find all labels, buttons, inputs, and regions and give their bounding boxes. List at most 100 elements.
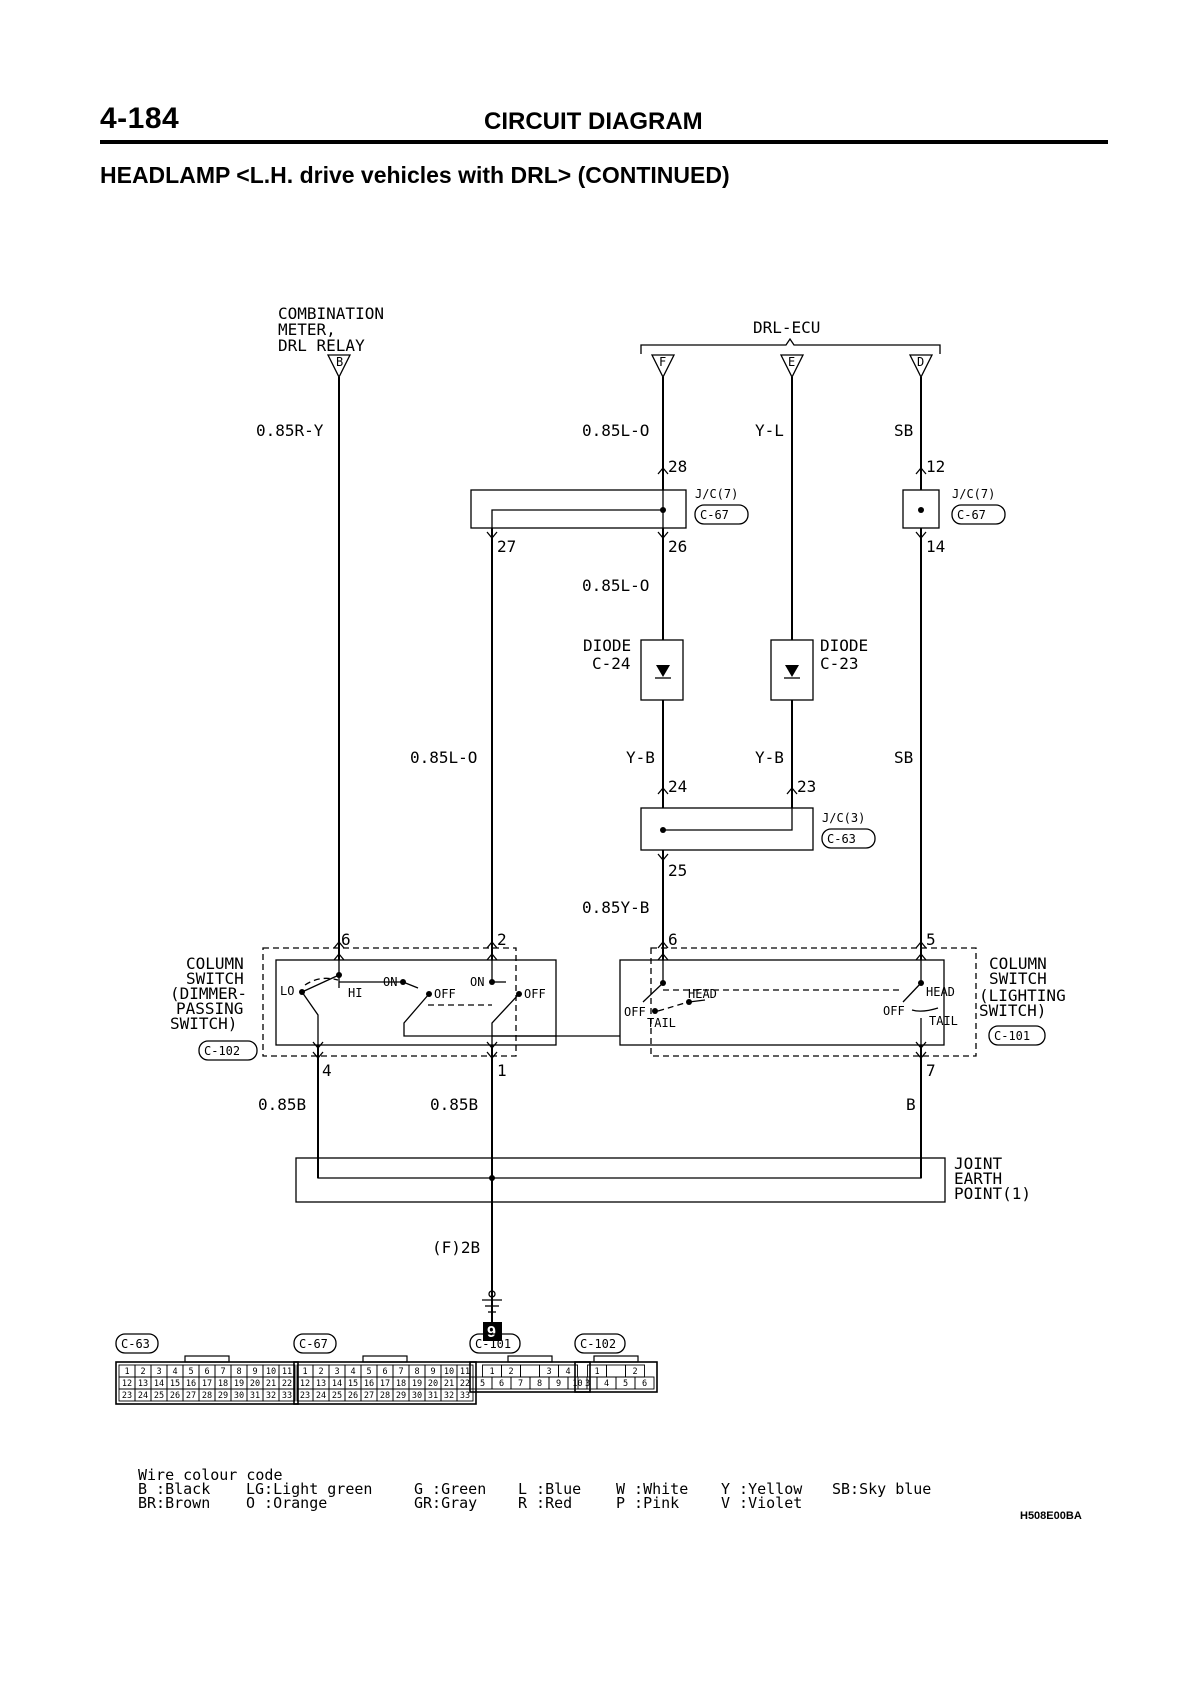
legend-p: P :Pink (616, 1494, 680, 1512)
connector-pin: 26 (170, 1391, 180, 1401)
drl-ecu: DRL-ECU F E D (640, 318, 941, 379)
jc7-pin-26: 26 (668, 537, 687, 556)
legend-l: L :Blue (518, 1480, 582, 1498)
connector-pin: 16 (186, 1379, 196, 1389)
terminal-arrow-icon (908, 354, 934, 379)
lighting-pin-6: 6 (668, 930, 678, 949)
legend-v: V :Violet (721, 1494, 803, 1512)
figure-code: H508E00BA (1020, 1510, 1082, 1522)
diode-icon (656, 665, 670, 677)
connector-pin: 19 (234, 1379, 244, 1389)
connector-pin: 14 (154, 1379, 164, 1389)
connector-pin: 1 (302, 1367, 307, 1377)
jc3-pin-23: 23 (797, 777, 816, 796)
junction-block-jc7-right: 12 14 J/C(7) C-67 (902, 457, 1006, 556)
connector-pin: 25 (332, 1391, 342, 1401)
wire-label-diode23: Y-B (755, 748, 784, 767)
connector-pin: 7 (518, 1379, 523, 1389)
connector-view-label: C-67 (299, 1337, 328, 1351)
terminal-arrow-icon (650, 354, 676, 379)
lighting-pin-7: 7 (926, 1061, 936, 1080)
connector-pin: 17 (202, 1379, 212, 1389)
earth-point: (F)2B 9 (432, 1238, 502, 1341)
dimmer-label-line1: COLUMN (186, 954, 244, 973)
joint-earth-line2: EARTH (954, 1169, 1002, 1188)
jc7-pin-27: 27 (497, 537, 516, 556)
legend-lg: LG:Light green (246, 1480, 373, 1498)
lighting-off-2: OFF (883, 1004, 905, 1018)
connector-pin: 27 (186, 1391, 196, 1401)
wire-label-meter: 0.85R-Y (256, 421, 324, 440)
wires (317, 377, 922, 1340)
drl-ecu-terminal-f: F (659, 355, 666, 369)
dimmer-pin-6: 6 (341, 930, 351, 949)
connector-pin: 22 (460, 1379, 470, 1389)
earth-wire-label: (F)2B (432, 1238, 480, 1257)
legend-r: R :Red (518, 1494, 573, 1512)
connector-pin: 2 (632, 1367, 637, 1377)
legend-title: Wire colour code (138, 1466, 283, 1484)
joint-earth-line1: JOINT (954, 1154, 1003, 1173)
connector-pin: 10 (572, 1379, 582, 1389)
column-switch-dimmer: 6 2 4 1 LO HI ON OFF ON OFF COLUMN SWITC… (170, 930, 557, 1080)
lighting-head-2: HEAD (926, 985, 955, 999)
combination-meter: COMBINATION METER, DRL RELAY B (278, 304, 384, 379)
page-number: 4-184 (100, 102, 180, 135)
connector-pin: 22 (282, 1379, 292, 1389)
legend-y: Y :Yellow (721, 1480, 803, 1498)
dimmer-off-2: OFF (524, 987, 546, 1001)
connector-pin: 8 (537, 1379, 542, 1389)
drl-ecu-label: DRL-ECU (753, 318, 820, 337)
legend-g: G :Green (414, 1480, 487, 1498)
connector-pin: 32 (444, 1391, 454, 1401)
connector-pin: 6 (499, 1379, 504, 1389)
connector-pin: 2 (508, 1367, 513, 1377)
diode-c23: DIODE C-23 (770, 636, 868, 701)
connector-pin: 7 (220, 1367, 225, 1377)
diode-c23-line1: DIODE (820, 636, 868, 655)
diode-c24-line1: DIODE (583, 636, 631, 655)
diode-c24-line2: C-24 (592, 654, 631, 673)
connector-pin: 2 (140, 1367, 145, 1377)
connector-pin: 14 (332, 1379, 342, 1389)
connector-pin: 12 (300, 1379, 310, 1389)
connector-pin: 12 (122, 1379, 132, 1389)
dimmer-pin-2: 2 (497, 930, 507, 949)
connector-pin: 1 (594, 1367, 599, 1377)
junction-block-jc7-left: 28 27 26 J/C(7) C-67 (470, 457, 749, 556)
connector-pin: 3 (156, 1367, 161, 1377)
connector-pin: 18 (218, 1379, 228, 1389)
meter-terminal-b: B (336, 355, 343, 369)
connector-pin: 20 (250, 1379, 260, 1389)
joint-earth-point: JOINT EARTH POINT(1) (295, 1154, 1031, 1203)
connector-pin: 29 (218, 1391, 228, 1401)
lighting-tail-2: TAIL (929, 1014, 958, 1028)
wire-label-dimmer1: 0.85B (430, 1095, 478, 1114)
connector-pin: 10 (266, 1367, 276, 1377)
jc7-left-label: J/C(7) (695, 487, 738, 501)
connector-pin: 3 (334, 1367, 339, 1377)
connector-pin: 17 (380, 1379, 390, 1389)
connector-pin: 3 (585, 1379, 590, 1389)
dimmer-on-2: ON (470, 975, 484, 989)
connector-pin: 16 (364, 1379, 374, 1389)
wire-label-j27: 0.85L-O (410, 748, 477, 767)
connector-pin: 5 (480, 1379, 485, 1389)
connector-pin: 8 (236, 1367, 241, 1377)
connector-pin: 32 (266, 1391, 276, 1401)
lighting-head-1: HEAD (688, 987, 717, 1001)
jc3-label: J/C(3) (822, 811, 865, 825)
connector-pin: 20 (428, 1379, 438, 1389)
lighting-tail-1: TAIL (647, 1016, 676, 1030)
jc7r-pin-12: 12 (926, 457, 945, 476)
dimmer-hi: HI (348, 986, 362, 1000)
connector-pin: 31 (250, 1391, 260, 1401)
connector-pin: 24 (138, 1391, 148, 1401)
connector-pin: 11 (460, 1367, 470, 1377)
connector-pin: 28 (380, 1391, 390, 1401)
connector-pin: 6 (642, 1379, 647, 1389)
